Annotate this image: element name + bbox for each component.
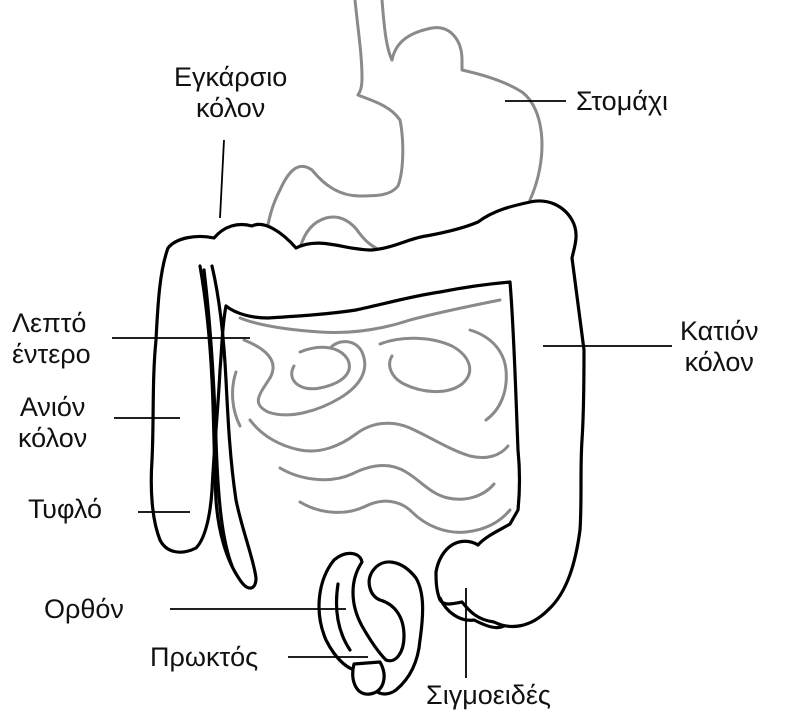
label-rectum: Ορθόν xyxy=(44,594,124,625)
anus-outline xyxy=(353,662,384,694)
label-sigmoid: Σιγμοειδές xyxy=(426,680,551,711)
label-descending-colon: Κατιόν κόλον xyxy=(680,316,758,378)
label-transverse-colon: Εγκάρσιο κόλον xyxy=(174,62,287,124)
label-cecum: Τυφλό xyxy=(28,494,102,525)
label-anus: Πρωκτός xyxy=(150,642,258,673)
label-small-intestine-line1: Λεπτό xyxy=(12,308,91,339)
label-small-intestine: Λεπτό έντερο xyxy=(12,308,91,370)
esophagus-outline-right xyxy=(382,0,392,60)
label-transverse-colon-line1: Εγκάρσιο xyxy=(174,62,287,93)
leader-transverse-colon xyxy=(220,140,224,218)
label-stomach: Στομάχι xyxy=(576,86,668,117)
label-descending-colon-line1: Κατιόν xyxy=(680,316,758,347)
small-intestine-coils xyxy=(233,300,510,532)
label-ascending-colon: Ανιόν κόλον xyxy=(18,392,87,454)
label-descending-colon-line2: κόλον xyxy=(680,347,758,378)
label-small-intestine-line2: έντερο xyxy=(12,339,91,370)
label-transverse-colon-line2: κόλον xyxy=(174,93,287,124)
esophagus-outline xyxy=(355,0,362,95)
stomach-outline xyxy=(392,28,542,200)
label-ascending-colon-line2: κόλον xyxy=(18,423,87,454)
label-ascending-colon-line1: Ανιόν xyxy=(18,392,87,423)
